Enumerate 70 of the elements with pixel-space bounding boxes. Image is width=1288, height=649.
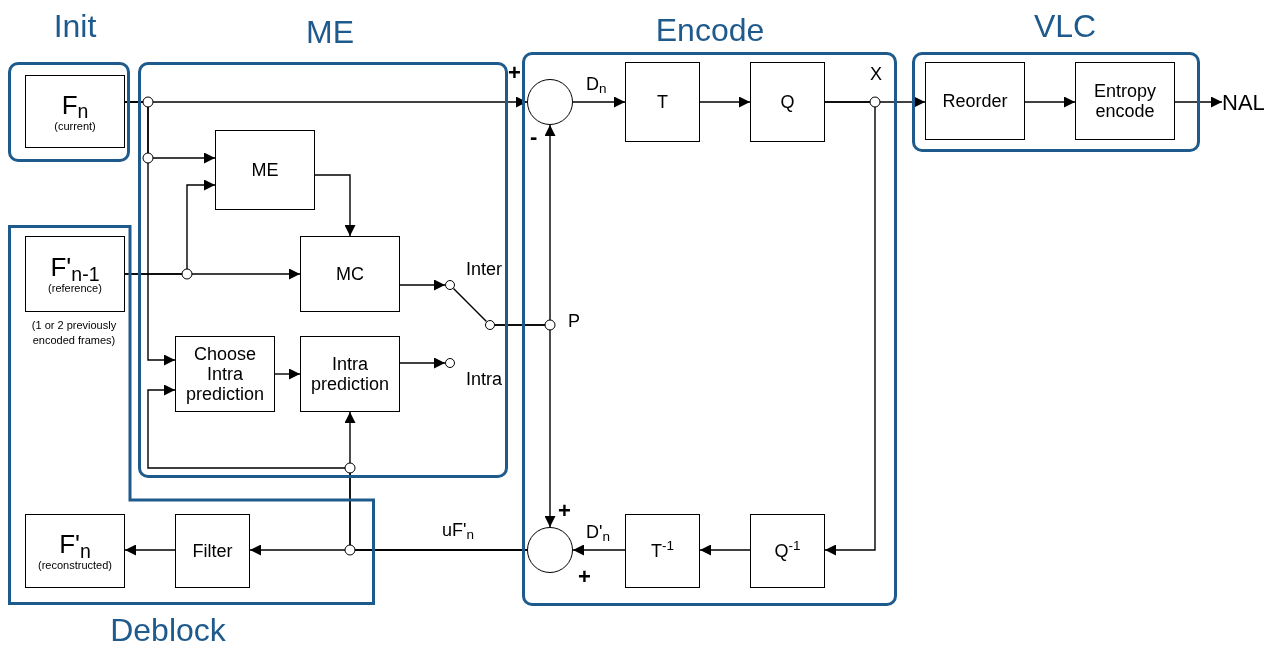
group-heading: VLC (1033, 8, 1097, 44)
arrow (124, 179, 216, 275)
arrow (1024, 96, 1076, 108)
sign-label: + (558, 500, 571, 522)
switch-blade (452, 287, 488, 323)
process-box (625, 514, 700, 588)
switch-terminal (485, 320, 495, 330)
process-box (750, 62, 825, 142)
arrow (124, 544, 176, 556)
arrow (274, 368, 301, 380)
arrow (1174, 96, 1223, 108)
arrow (124, 101, 176, 366)
arrow (699, 544, 751, 556)
group-heading: Encode (655, 12, 765, 48)
process-box (625, 62, 700, 142)
process-box (25, 514, 125, 588)
process-box (215, 130, 315, 210)
box-label: Choose Intra prediction (184, 344, 265, 404)
process-box (25, 236, 125, 312)
process-box (750, 514, 825, 588)
box-label: (current) (54, 118, 96, 133)
arrow (572, 544, 626, 556)
process-box (300, 236, 400, 312)
box-label: (reference) (48, 281, 102, 295)
edge-label: uF'$_{n}$ (440, 520, 476, 540)
node-caption: Intra (466, 368, 504, 391)
arrow (399, 357, 446, 369)
process-box (925, 62, 1025, 140)
box-label: Entropy encode (1092, 81, 1157, 121)
box-label: MC (336, 264, 364, 284)
process-box (300, 336, 400, 412)
arrow (314, 174, 356, 237)
output-label: NAL (1222, 88, 1265, 117)
process-box (175, 336, 275, 412)
group-heading: ME (306, 14, 354, 50)
process-box (175, 514, 250, 588)
box-label: F'$_{n-1}$ (50, 253, 100, 281)
arrow (572, 96, 626, 108)
edge-label: D$_{n}$ (584, 74, 609, 94)
sign-label: + (578, 566, 591, 588)
box-label: T (657, 92, 668, 112)
group-heading: Init (53, 8, 97, 44)
sign-label: + (508, 62, 521, 84)
box-label: ME (251, 160, 279, 180)
arrow (494, 324, 556, 528)
box-label: Q$^{-1}$ (774, 541, 801, 561)
node-caption: Inter (466, 258, 504, 281)
box-label: F'$_{n}$ (59, 530, 91, 558)
box-label: Filter (192, 541, 233, 561)
box-label: F$_{n}$ (61, 90, 89, 119)
edge-label: D'$_{n}$ (584, 522, 612, 542)
process-box (1075, 62, 1175, 140)
arrow (824, 101, 876, 556)
box-label: Reorder (942, 91, 1008, 111)
summing-junction (527, 527, 573, 573)
node-caption: (1 or 2 previously encoded frames) (30, 318, 118, 348)
signal-label: P (568, 312, 580, 330)
arrow (147, 384, 528, 551)
process-box (25, 75, 125, 148)
sign-label: - (530, 126, 538, 148)
arrow (399, 279, 446, 291)
arrow (699, 96, 751, 108)
box-label: (reconstructed) (38, 558, 112, 572)
switch-terminal (445, 358, 455, 368)
group-heading: Deblock (110, 612, 226, 648)
box-label: T$^{-1}$ (651, 541, 674, 561)
box-label: Q (780, 92, 795, 112)
summing-junction (527, 79, 573, 125)
box-label: Intra prediction (309, 354, 390, 394)
switch-terminal (445, 280, 455, 290)
